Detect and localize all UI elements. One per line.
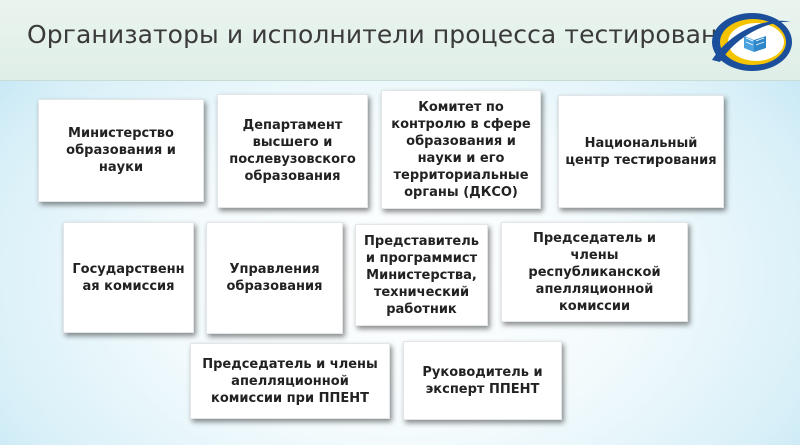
card-representative: Представитель и программист Министерства… bbox=[355, 224, 488, 326]
card-ppent-head-label: Руководитель и эксперт ППЕНТ bbox=[422, 364, 543, 397]
card-republic-appeal: Председатель и члены республиканской апе… bbox=[501, 222, 688, 322]
card-state-commission: Государственн ая комиссия bbox=[63, 222, 194, 333]
card-ntc: Национальный центр тестирования bbox=[558, 95, 724, 208]
page-title: Организаторы и исполнители процесса тест… bbox=[27, 20, 749, 49]
card-ppent-head: Руководитель и эксперт ППЕНТ bbox=[403, 341, 562, 420]
card-committee: Комитет по контролю в сфере образования … bbox=[381, 90, 541, 209]
card-ppent-appeal-label: Председатель и члены апелляционной комис… bbox=[202, 356, 378, 406]
card-committee-label: Комитет по контролю в сфере образования … bbox=[391, 99, 531, 200]
card-ministry-label: Министерство образования и науки bbox=[66, 126, 176, 175]
header-bar: Организаторы и исполнители процесса тест… bbox=[0, 0, 800, 81]
card-ntc-label: Национальный центр тестирования bbox=[565, 135, 717, 168]
card-ministry: Министерство образования и науки bbox=[38, 99, 204, 202]
card-representative-label: Представитель и программист Министерства… bbox=[364, 233, 479, 317]
card-department-label: Департамент высшего и послевузовского об… bbox=[229, 118, 356, 184]
card-department: Департамент высшего и послевузовского об… bbox=[217, 94, 368, 208]
card-edu-departments: Управления образования bbox=[206, 222, 343, 334]
card-ppent-appeal: Председатель и члены апелляционной комис… bbox=[190, 343, 390, 419]
book-swoosh-logo-icon bbox=[712, 13, 792, 71]
card-edu-departments-label: Управления образования bbox=[226, 262, 323, 294]
card-state-commission-label: Государственн ая комиссия bbox=[72, 261, 185, 294]
card-republic-appeal-label: Председатель и члены республиканской апе… bbox=[528, 230, 661, 314]
